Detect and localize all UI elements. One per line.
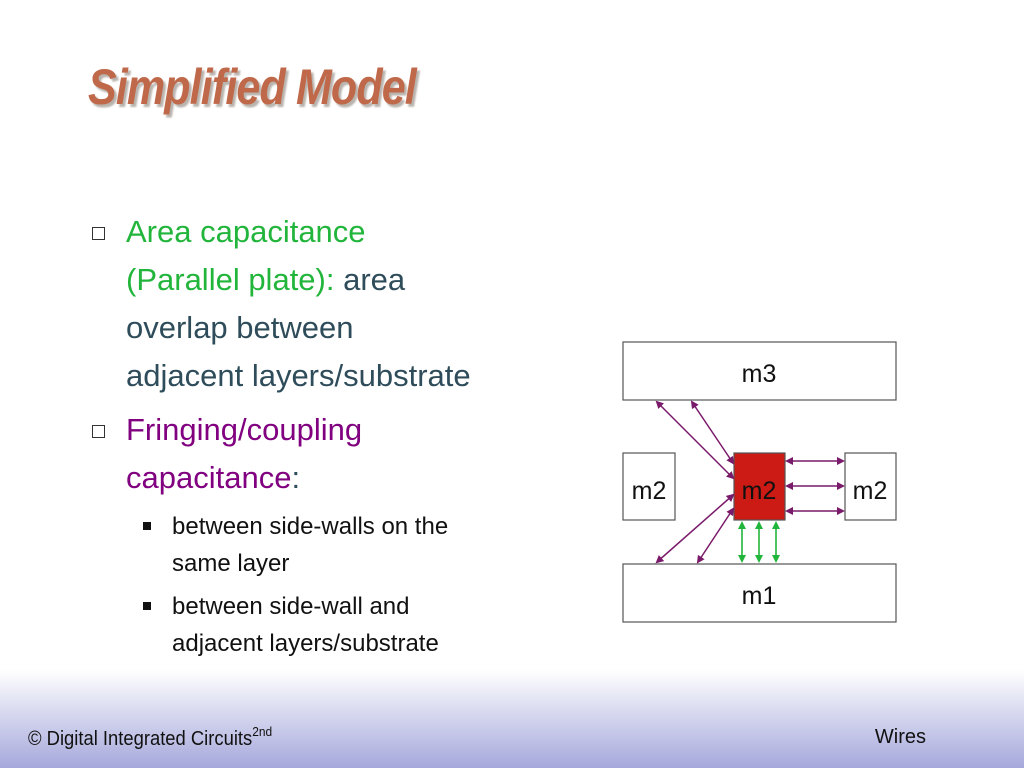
footer-section-title: Wires (874, 726, 926, 748)
bullet-line: capacitance: (126, 460, 301, 495)
m2-right-wire-box (844, 452, 897, 521)
m1-layer-box (622, 563, 897, 623)
square-bullet-icon (143, 602, 151, 610)
sub-bullet-line: same layer (172, 550, 290, 577)
sub-bullet-same-layer: between side-walls on the same layer (86, 508, 586, 582)
sub-bullet-line: between side-walls on the (172, 513, 449, 540)
slide-title: Simplified Model (88, 59, 417, 115)
fringe-arrow-m1-inner (696, 507, 735, 564)
footer-edition-superscript: 2nd (252, 724, 273, 739)
fringe-arrow-m1-outer (655, 493, 735, 564)
m2-center-wire-box (733, 452, 786, 521)
m2-center-label: m2 (742, 477, 777, 505)
bullet-box-icon (92, 227, 105, 240)
sub-bullet-list: between side-walls on the same layer bet… (86, 508, 586, 662)
bullet-line: overlap between (126, 310, 354, 345)
bullet-line: Fringing/coupling (126, 412, 363, 447)
bullet-list: Area capacitance (Parallel plate): area … (86, 208, 586, 668)
sub-bullet-line: adjacent layers/substrate (172, 630, 439, 657)
fringe-arrow-m3-inner (690, 400, 735, 465)
bullet-line: (Parallel plate): area (126, 262, 406, 297)
sub-bullet-line: between side-wall and (172, 593, 410, 620)
square-bullet-icon (143, 522, 151, 530)
footer-copyright: © Digital Integrated Circuits2nd (28, 724, 273, 750)
bullet-area-capacitance: Area capacitance (Parallel plate): area … (86, 208, 586, 400)
bullet-line: adjacent layers/substrate (126, 358, 471, 393)
bullet-box-icon (92, 425, 105, 438)
m2-left-label: m2 (632, 477, 667, 505)
footer-band (0, 670, 1024, 768)
bullet-line: Area capacitance (126, 214, 366, 249)
m3-layer-box (622, 341, 897, 401)
sub-bullet-adjacent-layers: between side-wall and adjacent layers/su… (86, 588, 586, 662)
bullet-fringing-capacitance: Fringing/coupling capacitance: (86, 406, 586, 502)
fringe-arrow-m3-outer (655, 400, 735, 480)
m2-right-label: m2 (853, 477, 888, 505)
m2-left-wire-box (622, 452, 676, 521)
m3-label: m3 (742, 360, 777, 388)
m1-label: m1 (742, 582, 777, 610)
